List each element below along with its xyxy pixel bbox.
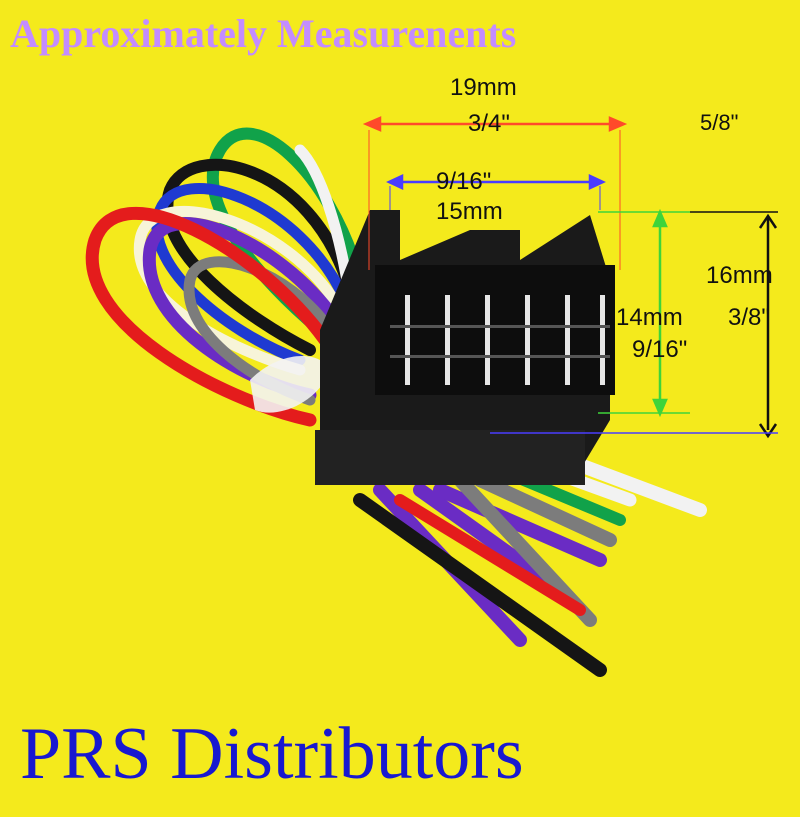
brand-footer: PRS Distributors <box>20 713 524 795</box>
width-in-label: 3/4" <box>468 110 510 137</box>
measure-width-arrow <box>362 116 628 270</box>
width-mm-label: 19mm <box>450 74 517 101</box>
wire-red <box>85 206 332 427</box>
inner-width-mm-label: 15mm <box>436 198 503 225</box>
page-title: Approximately Measurenents <box>10 11 517 56</box>
height-mm-label: 16mm <box>706 262 773 289</box>
height-in-label: 3/8" <box>728 304 770 331</box>
extra-in-label: 5/8" <box>700 110 739 135</box>
connector-pins <box>390 295 610 385</box>
wire-yellow-white <box>133 205 346 376</box>
inner-height-in-label: 9/16" <box>632 336 688 363</box>
inner-width-in-label: 9/16" <box>436 168 492 195</box>
measure-inner-width-arrow <box>386 174 606 210</box>
zip-tie <box>250 356 330 413</box>
measure-inner-height-arrow <box>598 208 690 418</box>
measure-height-arrow <box>490 211 778 439</box>
inner-height-mm-label: 14mm <box>616 304 683 331</box>
connector-body <box>315 210 615 485</box>
